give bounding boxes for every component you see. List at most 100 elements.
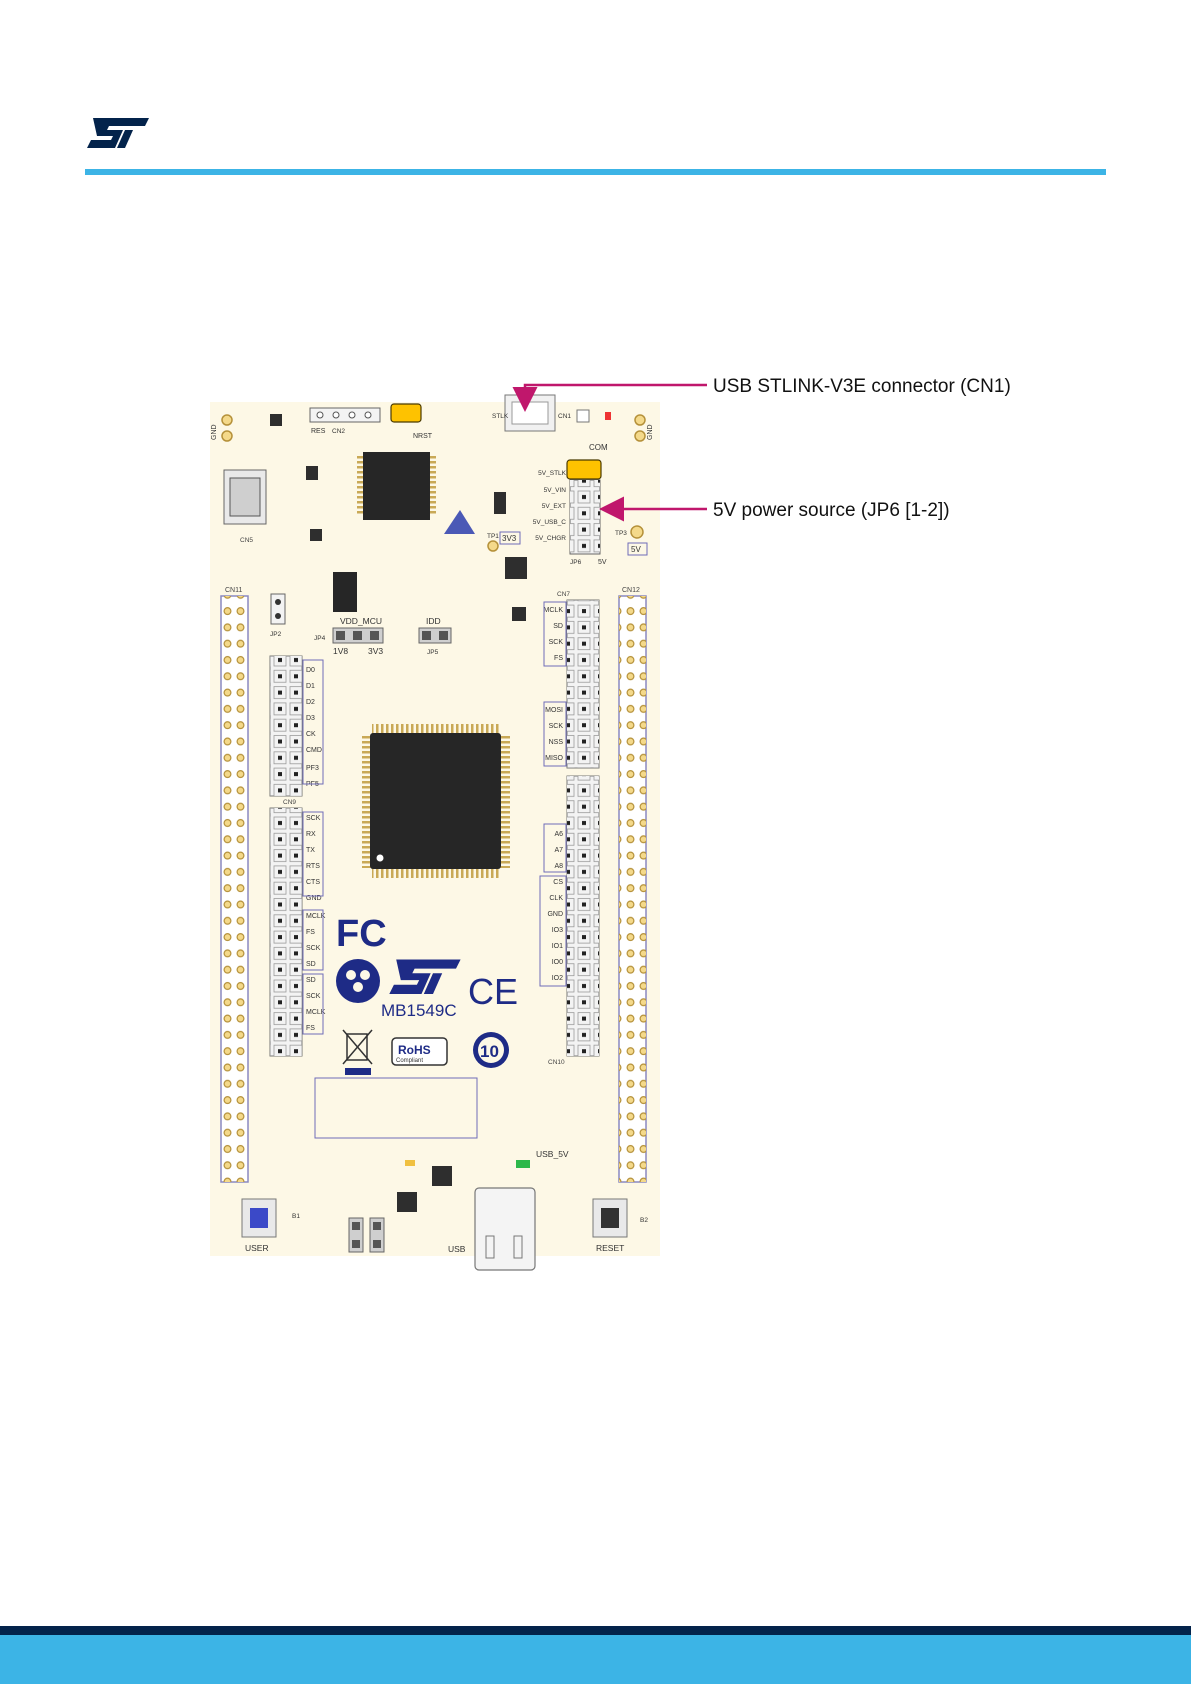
usb-callout-arrow <box>512 383 707 412</box>
nrst-label: NRST <box>413 433 433 440</box>
rohs-sub-label: Compliant <box>396 1058 423 1064</box>
ce-mark: CE <box>468 971 518 1012</box>
b2-label: B2 <box>640 1217 648 1224</box>
mcu-chip <box>370 733 501 869</box>
cn5-label: CN5 <box>240 537 253 544</box>
board-model: MB1549C <box>381 1001 457 1020</box>
jp6-footer: 5V <box>598 559 607 566</box>
cn9-label-9: SD <box>306 961 316 968</box>
cn9-label-4: CTS <box>306 879 320 886</box>
gnd-right-label: GND <box>647 424 654 440</box>
cn10-label-1: A7 <box>554 847 563 854</box>
cn9-label-3: RTS <box>306 863 320 870</box>
cn9-label-8: SCK <box>306 945 321 952</box>
cn7-label-10: MISO <box>545 755 563 762</box>
cn8-label-0: D0 <box>306 667 315 674</box>
cn10-label-10: IO2 <box>552 975 563 982</box>
rohs-badge <box>391 1037 448 1066</box>
cn8-label-3: D3 <box>306 715 315 722</box>
jp6-row-4: 5V_CHGR <box>535 535 566 542</box>
cn9-label-11: SCK <box>306 993 321 1000</box>
u15-chip <box>432 1166 452 1186</box>
idd-label: IDD <box>426 616 441 626</box>
tp-3v3-label: 3V3 <box>502 534 517 543</box>
jp6-row-labels: 5V_STLK 5V_VIN 5V_EXT 5V_USB_C 5V_CHGR <box>533 470 567 542</box>
nrst-highlight <box>390 403 422 423</box>
rohs-label: RoHS <box>398 1043 431 1057</box>
com-label: COM <box>589 443 608 452</box>
jp6-highlight <box>566 459 602 480</box>
cn7-label-0: MCLK <box>544 607 564 614</box>
cn8-label-5: CMD <box>306 747 322 754</box>
usb-5v-label: USB_5V <box>536 1149 569 1159</box>
cn12-label: CN12 <box>622 587 640 594</box>
cn9-label-10: SD <box>306 977 316 984</box>
cn8-label-4: CK <box>306 731 316 738</box>
reset-button[interactable] <box>592 1198 628 1238</box>
cn10-label-5: CLK <box>549 895 563 902</box>
cn7-label: CN7 <box>557 591 570 598</box>
cn2-label: CN2 <box>332 428 345 435</box>
jp6-row-0: 5V_STLK <box>538 470 566 477</box>
cn9-label-0: SCK <box>306 815 321 822</box>
gnd-left-label: GND <box>211 424 218 440</box>
jp4-label: JP4 <box>314 635 326 642</box>
label-area <box>314 1077 478 1139</box>
cn10-labels: A6 A7 A8 CS CLK GND IO3 IO1 IO0 IO2 <box>547 831 563 982</box>
cn8-label-2: D2 <box>306 699 315 706</box>
cn9-labels: SCK RX TX RTS CTS GND MCLK FS SCK SD SD … <box>306 815 326 1032</box>
b1-label: B1 <box>292 1213 300 1220</box>
mcu-pins-top <box>372 724 500 734</box>
cn7-label-7: MOSI <box>545 707 563 714</box>
cn11-label: CN11 <box>225 587 242 594</box>
v1v8-label: 1V8 <box>333 646 348 656</box>
u10-chip <box>505 557 527 579</box>
cn9-label-7: FS <box>306 929 315 936</box>
cn2-header <box>309 407 381 423</box>
cn7-label-2: SCK <box>549 639 564 646</box>
usb-c-connector <box>474 1187 536 1271</box>
res-label: RES <box>311 428 326 435</box>
cn10-label-4: CS <box>553 879 563 886</box>
fcc-mark: FC <box>336 913 387 955</box>
user-label: USER <box>245 1243 269 1253</box>
tp-5v-label: 5V <box>631 545 641 554</box>
jp2-header <box>270 593 286 625</box>
jp6-title: JP6 <box>570 559 582 566</box>
tp1-label: TP1 <box>487 533 499 540</box>
cn9-label-13: FS <box>306 1025 315 1032</box>
cn10-label-8: IO1 <box>552 943 563 950</box>
power-source-callout: 5V power source (JP6 [1-2]) <box>713 500 950 521</box>
v3v3-label: 3V3 <box>368 646 383 656</box>
recycling-mark-icon <box>336 959 380 1003</box>
reset-label: RESET <box>596 1243 624 1253</box>
cn9-label-12: MCLK <box>306 1009 326 1016</box>
q2-chip <box>397 1192 417 1212</box>
jp6-row-2: 5V_EXT <box>542 503 566 510</box>
cn7-label-8: SCK <box>549 723 564 730</box>
jp2-label: JP2 <box>270 631 282 638</box>
cn10-label-2: A8 <box>554 863 563 870</box>
jp5-label: JP5 <box>427 649 439 656</box>
mcu-pins-bottom <box>372 868 500 878</box>
cn7-label-1: SD <box>553 623 563 630</box>
cn9-label-1: RX <box>306 831 316 838</box>
cn7-label-3: FS <box>554 655 563 662</box>
esd-warning-icon <box>444 510 475 534</box>
usb-connector-callout: USB STLINK-V3E connector (CN1) <box>713 376 1011 397</box>
cn10-label: CN10 <box>548 1059 565 1066</box>
header-rule <box>85 169 1106 175</box>
stlink-mcu <box>363 452 430 520</box>
cn7-labels: MCLK SD SCK FS MOSI SCK NSS MISO <box>544 607 564 762</box>
jp6-row-3: 5V_USB_C <box>533 519 567 526</box>
u11-regulator <box>333 572 357 612</box>
cn9-label-6: MCLK <box>306 913 326 920</box>
cn1-label: CN1 <box>558 413 571 420</box>
cn9-label: CN9 <box>283 799 296 806</box>
cn8-label-6: PF3 <box>306 765 319 772</box>
cn10-label-6: GND <box>547 911 563 918</box>
board-st-logo-icon <box>389 959 461 994</box>
st-logo-icon <box>87 118 149 148</box>
stlk-label: STLK <box>492 413 509 420</box>
